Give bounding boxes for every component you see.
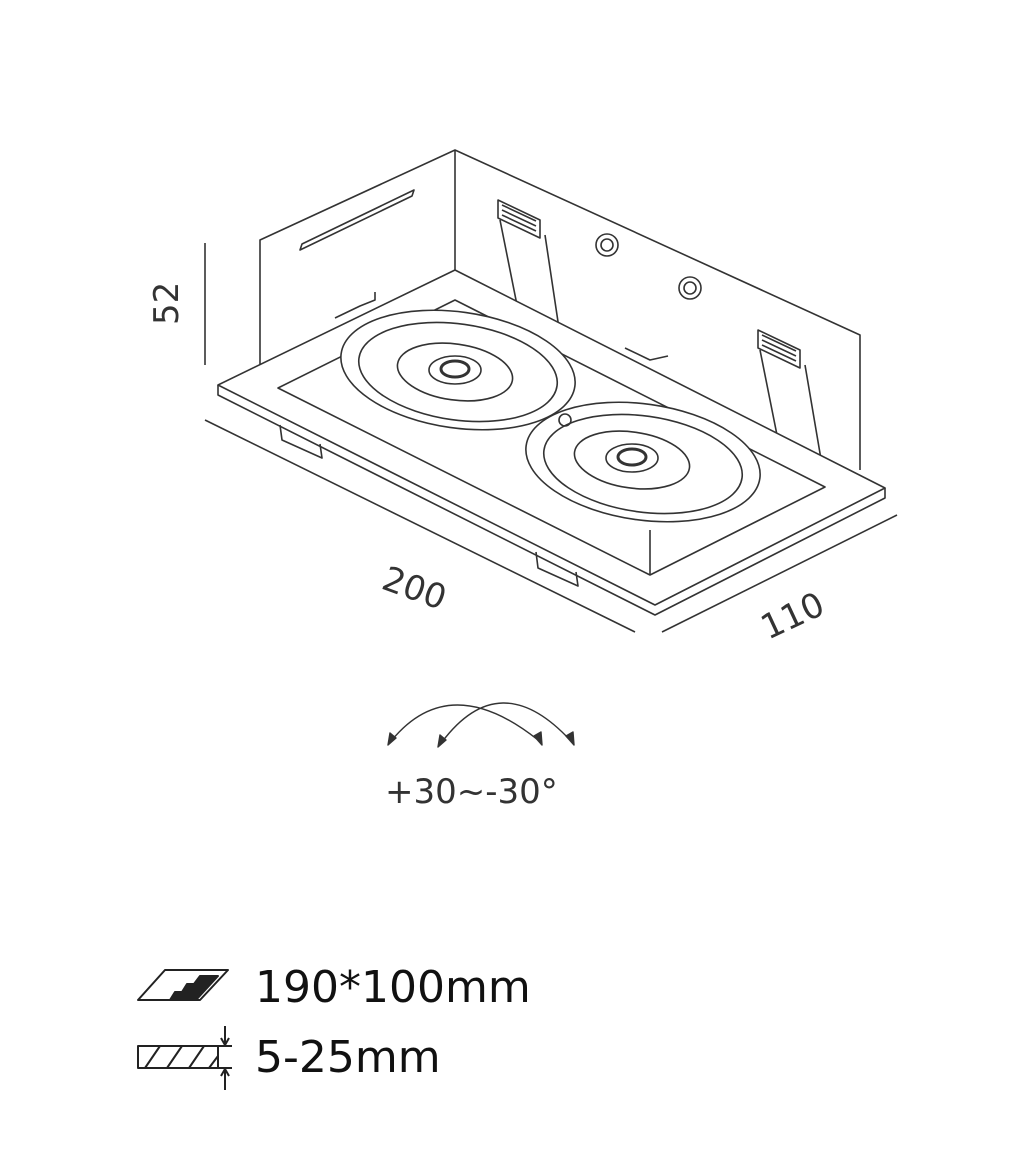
- ceiling-thickness-label: 5-25mm: [255, 1032, 441, 1083]
- lamp-right: [525, 401, 761, 523]
- cutout-size-label: 190*100mm: [255, 962, 531, 1013]
- lamp-left: [340, 309, 576, 431]
- ceiling-thickness-icon: [137, 1026, 232, 1090]
- housing-box: [259, 149, 861, 470]
- length-label: 200: [377, 559, 452, 619]
- cutout-icon: [137, 969, 229, 1001]
- tilt-angle-label: +30~-30°: [385, 772, 558, 812]
- tilt-arrows-icon: [387, 702, 575, 748]
- length-dimension-line: [204, 419, 636, 633]
- width-dimension-line: [661, 514, 898, 633]
- height-label: 52: [147, 282, 187, 325]
- width-label: 110: [755, 584, 831, 648]
